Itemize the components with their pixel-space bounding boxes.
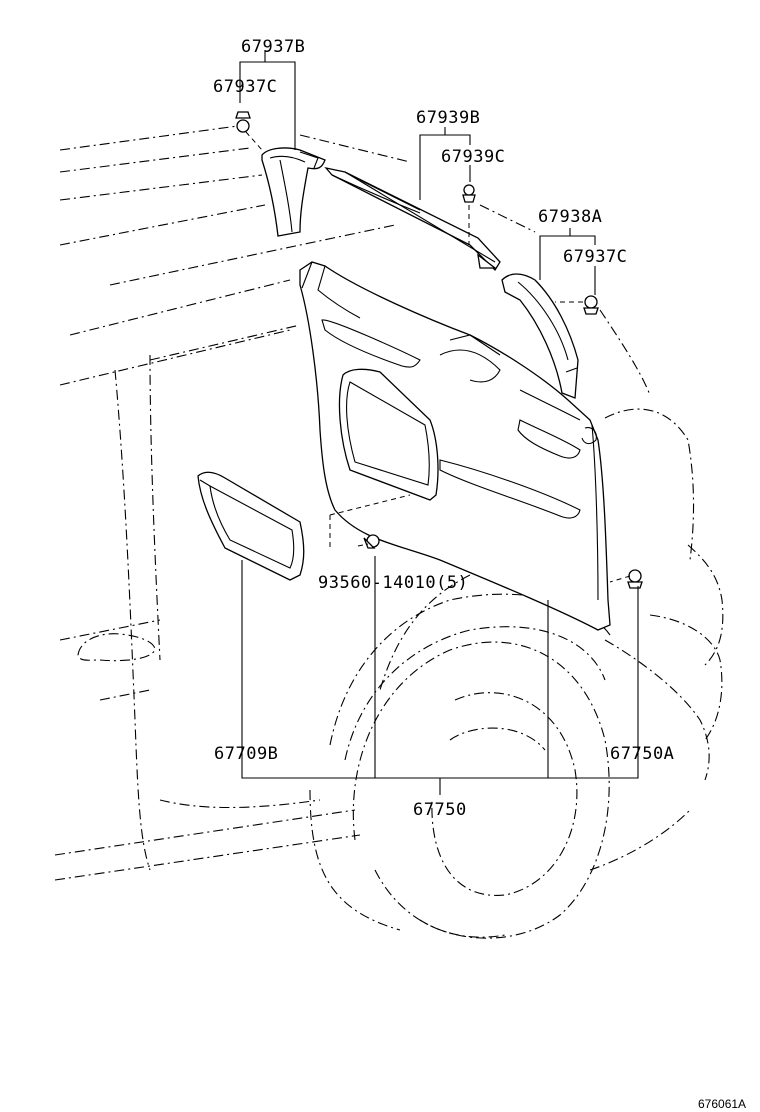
part-67709B-window-garnish	[197, 471, 305, 581]
label-67939B: 67939B	[416, 108, 480, 128]
label-67937B: 67937B	[241, 37, 305, 57]
clip-93560-14010	[357, 534, 380, 549]
label-67937C-top: 67937C	[213, 77, 277, 97]
part-67938A-side-trim	[501, 273, 579, 399]
leader-lines	[239, 50, 639, 795]
clip-67937C-top	[235, 111, 263, 151]
label-67750: 67750	[413, 800, 467, 820]
clip-67939C	[462, 184, 476, 245]
label-67937C-right: 67937C	[563, 247, 627, 267]
clip-67750A	[609, 569, 643, 589]
part-labels: 67937B 67937C 67939B 67939C 67938A 67937…	[213, 37, 746, 1111]
label-67709B: 67709B	[214, 744, 278, 764]
part-67937B-pillar-garnish	[261, 147, 326, 237]
label-67938A: 67938A	[538, 207, 602, 227]
label-67939C: 67939C	[441, 147, 505, 167]
diagram-code: 676061A	[698, 1097, 746, 1111]
label-93560-14010: 93560-14010(5)	[318, 573, 468, 593]
label-67750A: 67750A	[610, 744, 674, 764]
part-67939B-upper-trim	[324, 166, 501, 272]
clip-67937C-right	[555, 295, 599, 315]
